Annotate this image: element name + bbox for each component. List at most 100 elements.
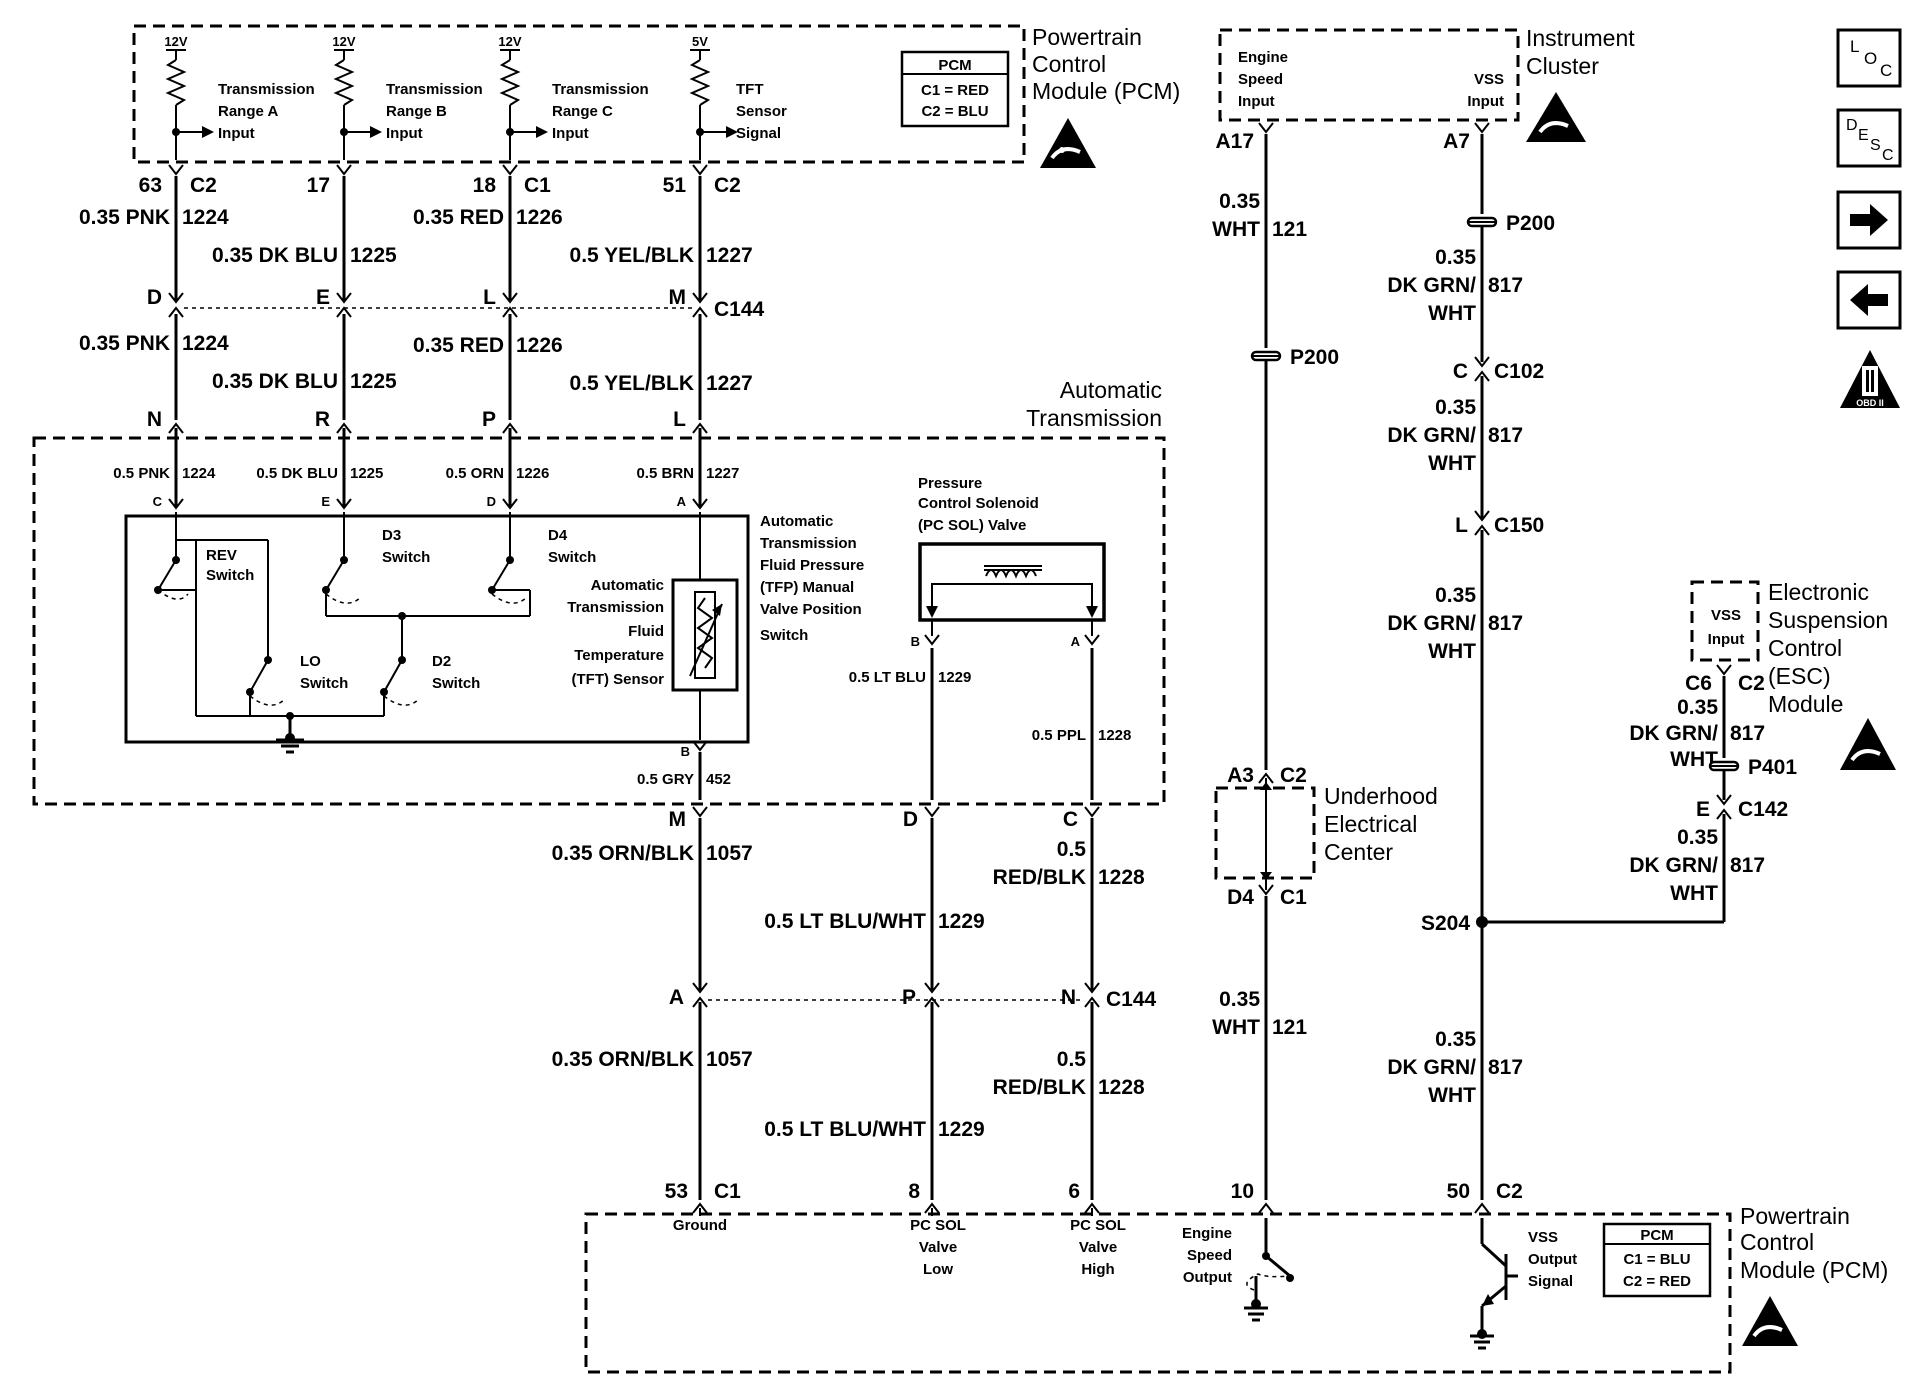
wire-color: 0.5 GRY [637,771,694,788]
input-label: Input [552,125,589,142]
connector-male [1084,996,1100,1008]
wire-color: 0.35 PNK [79,332,170,355]
switch-label: Switch [382,549,430,566]
svg-text:VSS: VSS [1711,607,1741,624]
connector-female [924,806,940,818]
switch-travel [383,695,419,706]
wire-segment [157,559,177,591]
pin-letter: L [673,408,686,431]
arrow-icon [202,126,214,138]
auto-trans-module: Automatic Transmission Automatic Transmi… [32,377,1166,806]
svg-text:VSS: VSS [1474,71,1504,88]
input-label: Input [218,125,255,142]
pin-letter: L [1455,514,1468,537]
pin-number: 8 [908,1180,920,1203]
switch-label: D3 [382,527,401,544]
pin-function-label: Output [1183,1269,1232,1286]
svg-text:Transmission: Transmission [1026,405,1162,431]
next-button[interactable] [1836,190,1902,250]
wire-color: 0.35 [1677,696,1718,719]
connector-male [168,422,184,434]
connector-male [1716,808,1732,820]
connector-male [924,996,940,1008]
wire-color: WHT [1428,302,1476,325]
connector-name: C1 [524,174,551,197]
connector-male [1258,772,1274,784]
connector-male [1474,1202,1490,1214]
wire-color: WHT [1428,1084,1476,1107]
back-button[interactable] [1836,270,1902,330]
connector-female [924,982,940,994]
arrow-icon [536,126,548,138]
svg-text:(PC SOL) Valve: (PC SOL) Valve [918,517,1026,534]
svg-text:Cluster: Cluster [1526,53,1599,79]
pin-function-label: Signal [1528,1273,1573,1290]
svg-text:Input: Input [1708,631,1745,648]
connector-female [692,806,708,818]
pin-number: 6 [1068,1180,1080,1203]
resistor-icon [333,59,355,106]
pin-function-label: Valve [919,1239,957,1256]
pin-letter: P [902,986,916,1009]
connector-male [692,306,708,318]
desc-button[interactable]: D E S C [1836,108,1902,168]
wire-color: 0.35 RED [413,334,504,357]
trans-ground-icon [276,718,304,754]
connector-name: C1 [1280,886,1307,909]
pin-letter: C [1453,360,1468,383]
svg-text:Automatic: Automatic [591,577,664,594]
arrow-right-icon [1850,204,1888,236]
wire-color: 0.5 LT BLU/WHT [764,1118,926,1141]
wire-segment [325,559,345,591]
svg-text:Control: Control [1740,1229,1814,1255]
svg-text:Control: Control [1768,635,1842,661]
wire-color: DK GRN/ [1629,722,1718,745]
circuit-number: 1228 [1098,727,1131,744]
pin-letter: M [669,808,687,831]
circuit-number: 1226 [516,206,563,229]
pin-number: D4 [1227,886,1254,909]
pcm-top-title-3: Module (PCM) [1032,78,1180,104]
svg-text:Center: Center [1324,839,1393,865]
input-label: Transmission [552,81,649,98]
input-label: Range C [552,103,613,120]
arrow-icon [370,126,382,138]
svg-text:Transmission: Transmission [567,599,664,616]
wire-color: 0.5 BRN [636,465,694,482]
svg-text:Underhood: Underhood [1324,783,1438,809]
input-label: Range A [218,103,278,120]
pin-function-label: VSS [1528,1229,1558,1246]
input-label: Input [386,125,423,142]
circuit-number: 1229 [938,669,971,686]
pin-letter: D [487,494,496,509]
svg-text:C1 = BLU: C1 = BLU [1623,1251,1690,1268]
connector-female [692,292,708,304]
pin-function-label: Ground [673,1217,727,1234]
input-label: Range B [386,103,447,120]
svg-text:O: O [1864,49,1877,68]
svg-text:L: L [1850,37,1859,56]
connector-male [1084,1202,1100,1214]
circuit-number: 1224 [182,465,216,482]
wire-color: 0.35 RED [413,206,504,229]
circuit-number: 121 [1272,1016,1307,1039]
pin-letter: A [1071,634,1081,649]
circuit-number: 1224 [182,206,229,229]
svg-text:Electrical: Electrical [1324,811,1417,837]
connector-name: C150 [1494,514,1544,537]
svg-text:Automatic: Automatic [1060,377,1162,403]
wire-color: 0.5 LT BLU/WHT [764,910,926,933]
circuit-number: 1225 [350,244,397,267]
pin-number: A17 [1215,130,1254,153]
svg-text:(ESC): (ESC) [1768,663,1831,689]
pcm-top-module: Powertrain Control Module (PCM) PCM C1 =… [132,24,1180,168]
circuit-number: 1227 [706,372,753,395]
wire-color: 0.35 [1435,1028,1476,1051]
connector-female [336,498,352,510]
loc-button[interactable]: L O C [1836,28,1902,88]
tft-sensor: Automatic Transmission Fluid Temperature… [567,577,739,692]
wire-color: 0.35 ORN/BLK [552,842,694,865]
